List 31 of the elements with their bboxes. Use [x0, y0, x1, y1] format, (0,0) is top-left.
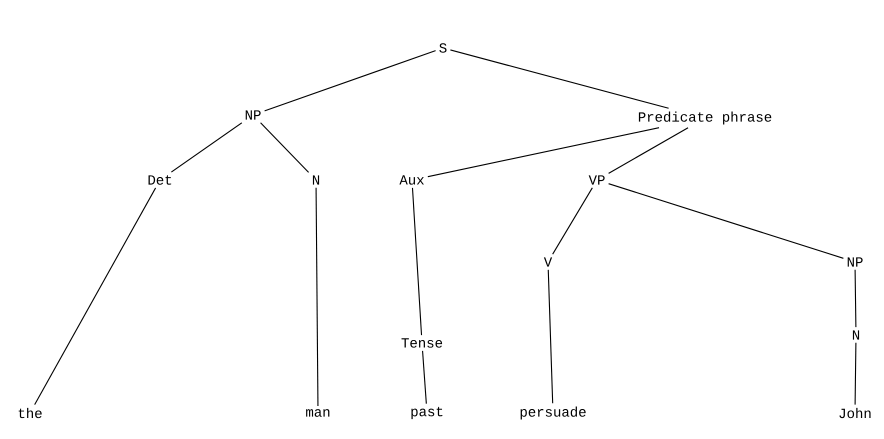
tree-label: V	[544, 257, 552, 267]
tree-label: Aux	[399, 175, 424, 185]
tree-label: N	[852, 330, 860, 340]
branch-line	[171, 122, 242, 173]
branch-line	[428, 127, 660, 178]
branch-line	[608, 183, 844, 259]
tree-label: Tense	[402, 338, 442, 348]
tree-label: past	[411, 406, 442, 420]
branch-line	[260, 122, 309, 173]
branch-line	[264, 50, 436, 112]
tree-label: NP	[848, 257, 863, 267]
branch-line	[450, 49, 669, 109]
branch-line	[548, 270, 554, 404]
tree-label: N	[312, 175, 320, 185]
tree-label: the	[18, 408, 42, 418]
tree-label: VP	[588, 175, 605, 185]
tree-label: John	[839, 408, 871, 418]
tree-label: NP	[246, 110, 261, 120]
branch-line	[412, 188, 422, 336]
tree-label: man	[306, 409, 330, 417]
branch-line	[422, 350, 427, 404]
tree-label: Det	[148, 175, 172, 185]
tree-label: persuade	[520, 406, 586, 420]
tree-label: S	[439, 43, 447, 53]
branch-line	[34, 188, 156, 405]
branch-line	[854, 342, 856, 405]
tree-label: Predicate phrase	[638, 111, 772, 124]
branch-line	[316, 188, 318, 406]
branch-line	[608, 127, 688, 174]
branch-line	[854, 270, 856, 328]
branch-line	[552, 188, 593, 254]
